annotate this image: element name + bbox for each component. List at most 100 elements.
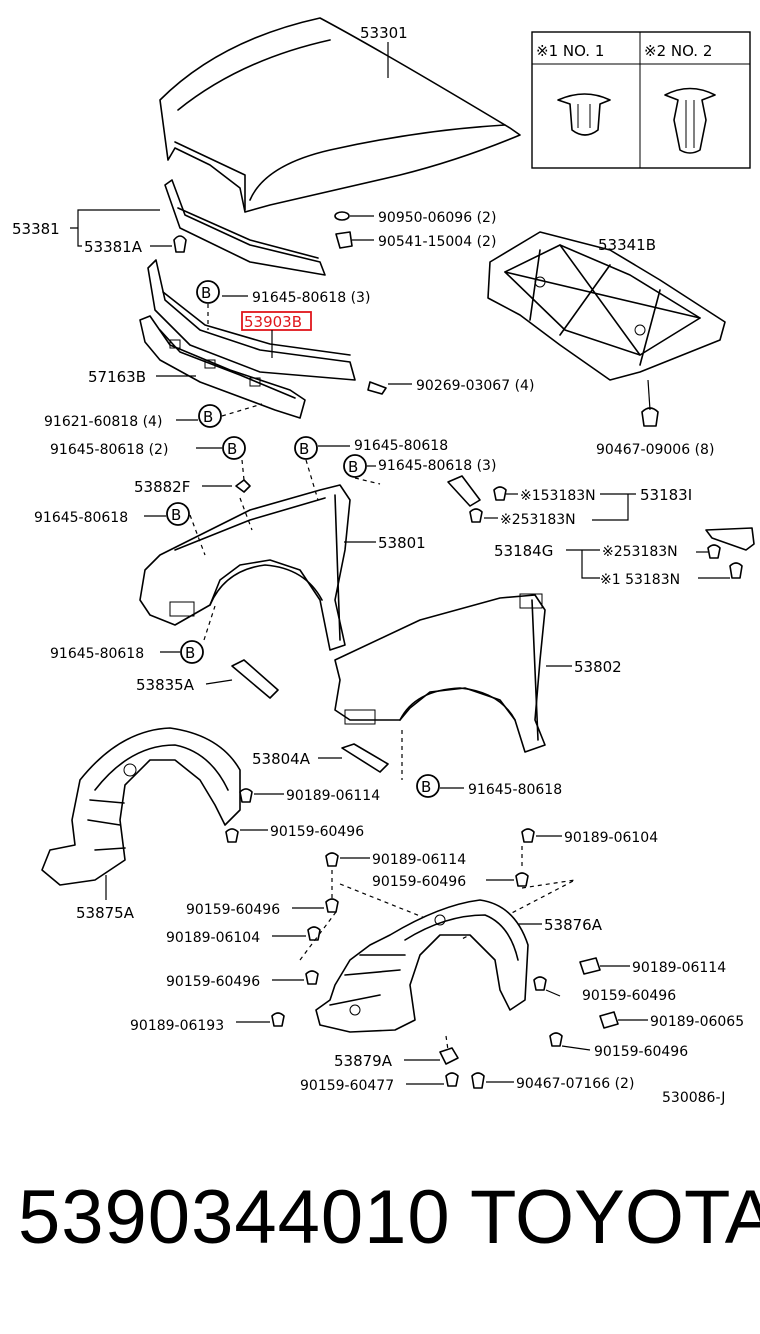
highlighted-part-box bbox=[241, 311, 312, 331]
b-badge-icon bbox=[416, 774, 440, 798]
label-90950: 90950-06096 (2) bbox=[378, 210, 496, 226]
clip-icon bbox=[729, 562, 743, 579]
b-badge-icon bbox=[294, 436, 318, 460]
label-90189a: 90189-06114 bbox=[286, 788, 380, 804]
b-badge-icon bbox=[180, 640, 204, 664]
label-53879a: 53879A bbox=[334, 1052, 393, 1070]
label-53183i: 53183I bbox=[640, 486, 692, 504]
label-90189d: 90189-06104 bbox=[166, 930, 260, 946]
fender-bracket-53835a bbox=[231, 659, 279, 699]
b-badge-icon bbox=[222, 436, 246, 460]
clip-icon bbox=[471, 1072, 485, 1089]
screw-icon bbox=[599, 1011, 619, 1029]
label-90189e: 90189-06114 bbox=[632, 960, 726, 976]
front-fender-rh-53802 bbox=[334, 593, 546, 753]
brand-name: TOYOTA bbox=[470, 1175, 760, 1260]
screw-icon bbox=[239, 788, 253, 803]
grommet-icon bbox=[235, 479, 251, 493]
clip-icon bbox=[707, 544, 721, 559]
label-53184g: 53184G bbox=[494, 542, 553, 560]
legend-no1: ※1 NO. 1 bbox=[536, 42, 604, 60]
label-53381a: 53381A bbox=[84, 238, 143, 256]
radiator-support-57163b bbox=[139, 315, 306, 419]
screw-icon bbox=[325, 898, 339, 913]
diagram-reference-number: 530086-J bbox=[662, 1090, 725, 1106]
clip-legend: ※1 NO. 1 ※2 NO. 2 bbox=[531, 31, 751, 169]
b-badge-label: B bbox=[421, 778, 431, 796]
part-number: 5390344010 bbox=[18, 1175, 451, 1260]
screw-icon bbox=[305, 970, 319, 985]
label-90159g: 90159-60477 bbox=[300, 1078, 394, 1094]
screw-icon bbox=[521, 828, 535, 843]
label-53875a: 53875A bbox=[76, 904, 135, 922]
label-53882f: 53882F bbox=[134, 478, 190, 496]
label-53301: 53301 bbox=[360, 24, 408, 42]
clip-icon bbox=[173, 235, 187, 253]
clip-icon bbox=[367, 381, 387, 395]
label-91645e: 91645-80618 bbox=[34, 510, 128, 526]
label-91645c: 91645-80618 bbox=[354, 438, 448, 454]
label-53341b: 53341B bbox=[598, 236, 656, 254]
label-91645b: 91645-80618 (2) bbox=[50, 442, 168, 458]
grommet-icon bbox=[334, 211, 350, 221]
label-53804a: 53804A bbox=[252, 750, 311, 768]
label-90269: 90269-03067 (4) bbox=[416, 378, 534, 394]
label-53903b: 53903B bbox=[244, 313, 302, 331]
clip-icon bbox=[439, 1047, 459, 1065]
nut-icon bbox=[335, 231, 353, 249]
b-badge-label: B bbox=[203, 408, 213, 426]
label-90541: 90541-15004 (2) bbox=[378, 234, 496, 250]
label-153183n: ※153183N bbox=[520, 488, 596, 504]
clip-no1-icon bbox=[557, 93, 611, 136]
b-badge-icon bbox=[343, 454, 367, 478]
b-badge-label: B bbox=[185, 644, 195, 662]
screw-icon bbox=[325, 852, 339, 867]
legend-no2: ※2 NO. 2 bbox=[644, 42, 712, 60]
label-91645g: 91645-80618 bbox=[468, 782, 562, 798]
b-badge-icon bbox=[198, 404, 222, 428]
label-53801: 53801 bbox=[378, 534, 426, 552]
label-91621: 91621-60818 (4) bbox=[44, 414, 162, 430]
label-53381: 53381 bbox=[12, 220, 60, 238]
fender-liner-clip-group bbox=[447, 475, 507, 523]
label-53876a: 53876A bbox=[544, 916, 603, 934]
label-90159a: 90159-60496 bbox=[270, 824, 364, 840]
fender-liner-rh-53876a bbox=[315, 899, 529, 1033]
b-badge-label: B bbox=[299, 440, 309, 458]
b-badge-label: B bbox=[348, 458, 358, 476]
footer: 5390344010 TOYOTA bbox=[0, 1180, 760, 1300]
screw-icon bbox=[515, 872, 529, 887]
label-91645f: 91645-80618 bbox=[50, 646, 144, 662]
screw-icon bbox=[579, 957, 601, 975]
fender-clip-53184g bbox=[705, 527, 755, 551]
label-253183n2: ※253183N bbox=[602, 544, 678, 560]
screw-icon bbox=[549, 1032, 563, 1047]
hood-seal-53381 bbox=[164, 179, 326, 276]
radiator-support-seal-53903b bbox=[147, 259, 356, 381]
label-90189g: 90189-06065 bbox=[650, 1014, 744, 1030]
screw-icon bbox=[307, 926, 321, 941]
front-fender-lh-53801 bbox=[139, 459, 381, 651]
label-90159b: 90159-60496 bbox=[372, 874, 466, 890]
label-91645a: 91645-80618 (3) bbox=[252, 290, 370, 306]
label-90159d: 90159-60496 bbox=[166, 974, 260, 990]
label-57163b: 57163B bbox=[88, 368, 146, 386]
hood-insulator-53341b bbox=[487, 231, 726, 411]
label-53802: 53802 bbox=[574, 658, 622, 676]
b-badge-label: B bbox=[171, 506, 181, 524]
label-90189f: 90189-06193 bbox=[130, 1018, 224, 1034]
label-90159e: 90159-60496 bbox=[582, 988, 676, 1004]
screw-icon bbox=[271, 1012, 285, 1027]
b-badge-label: B bbox=[201, 284, 211, 302]
label-90159f: 90159-60496 bbox=[594, 1044, 688, 1060]
b-badge-label: B bbox=[227, 440, 237, 458]
label-90467b: 90467-07166 (2) bbox=[516, 1076, 634, 1092]
label-90189b: 90189-06104 bbox=[564, 830, 658, 846]
label-153183n2: ※1 53183N bbox=[600, 572, 680, 588]
label-53835a: 53835A bbox=[136, 676, 195, 694]
clip-no2-icon bbox=[664, 87, 716, 154]
screw-icon bbox=[445, 1072, 459, 1087]
clip-icon bbox=[641, 407, 659, 427]
fender-liner-lh-53875a bbox=[41, 727, 241, 900]
